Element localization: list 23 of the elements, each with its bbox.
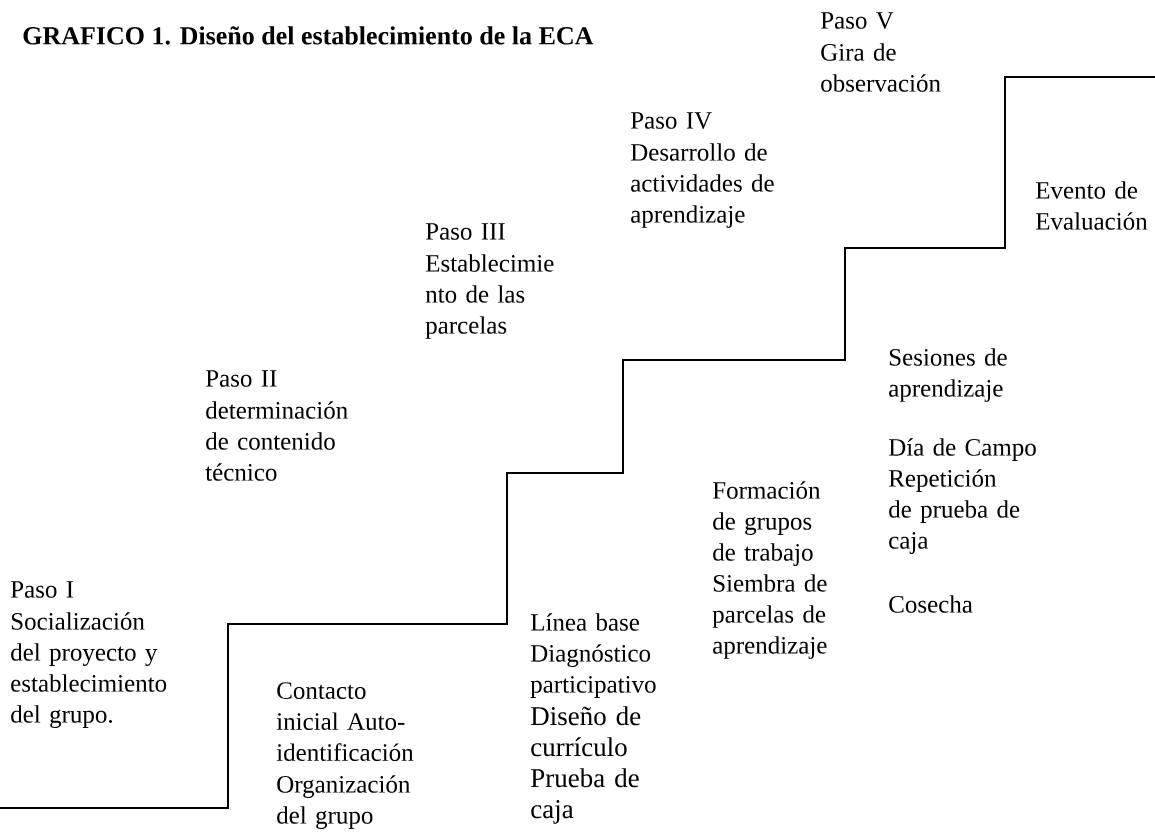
step-text: Sesiones de aprendizaje <box>889 348 1007 402</box>
step-text: Repetición de prueba de caja <box>888 469 1020 554</box>
step-text: Socialización del proyecto y establecimiento del grupo. <box>11 612 167 728</box>
step-text: Paso V <box>820 12 894 29</box>
step-text: Organización del grupo <box>277 775 411 829</box>
step-text: Cosecha <box>889 595 973 613</box>
step-text: Establecimie nto de las parcelas <box>425 254 554 339</box>
step-text: Siembra de parcelas de aprendizaje <box>712 574 827 659</box>
step-text: Paso IV <box>630 112 712 129</box>
step-text: Paso I <box>10 581 74 598</box>
title: GRAFICO 1. Diseño del establecimiento de la ECA <box>23 26 594 45</box>
step-text: determinación de contenido técnico <box>205 401 348 481</box>
step-text: Formación de grupos de trabajo <box>712 481 821 566</box>
step-text: Diagnóstico participativo <box>530 644 656 698</box>
step-text: Contacto inicial Auto-identificación <box>276 682 414 761</box>
step-text: Paso II <box>205 370 277 387</box>
step-text: Diseño de currículo Prueba de caja <box>531 706 641 824</box>
step-text: Gira de observación <box>821 43 941 92</box>
step-text: Línea base <box>530 613 639 631</box>
step-text: Evento de Evaluación <box>1035 181 1148 230</box>
step-text: Día de Campo <box>888 438 1036 461</box>
step-text: Desarrollo de actividades de aprendizaje <box>630 143 774 228</box>
step-text: Paso III <box>425 223 505 240</box>
